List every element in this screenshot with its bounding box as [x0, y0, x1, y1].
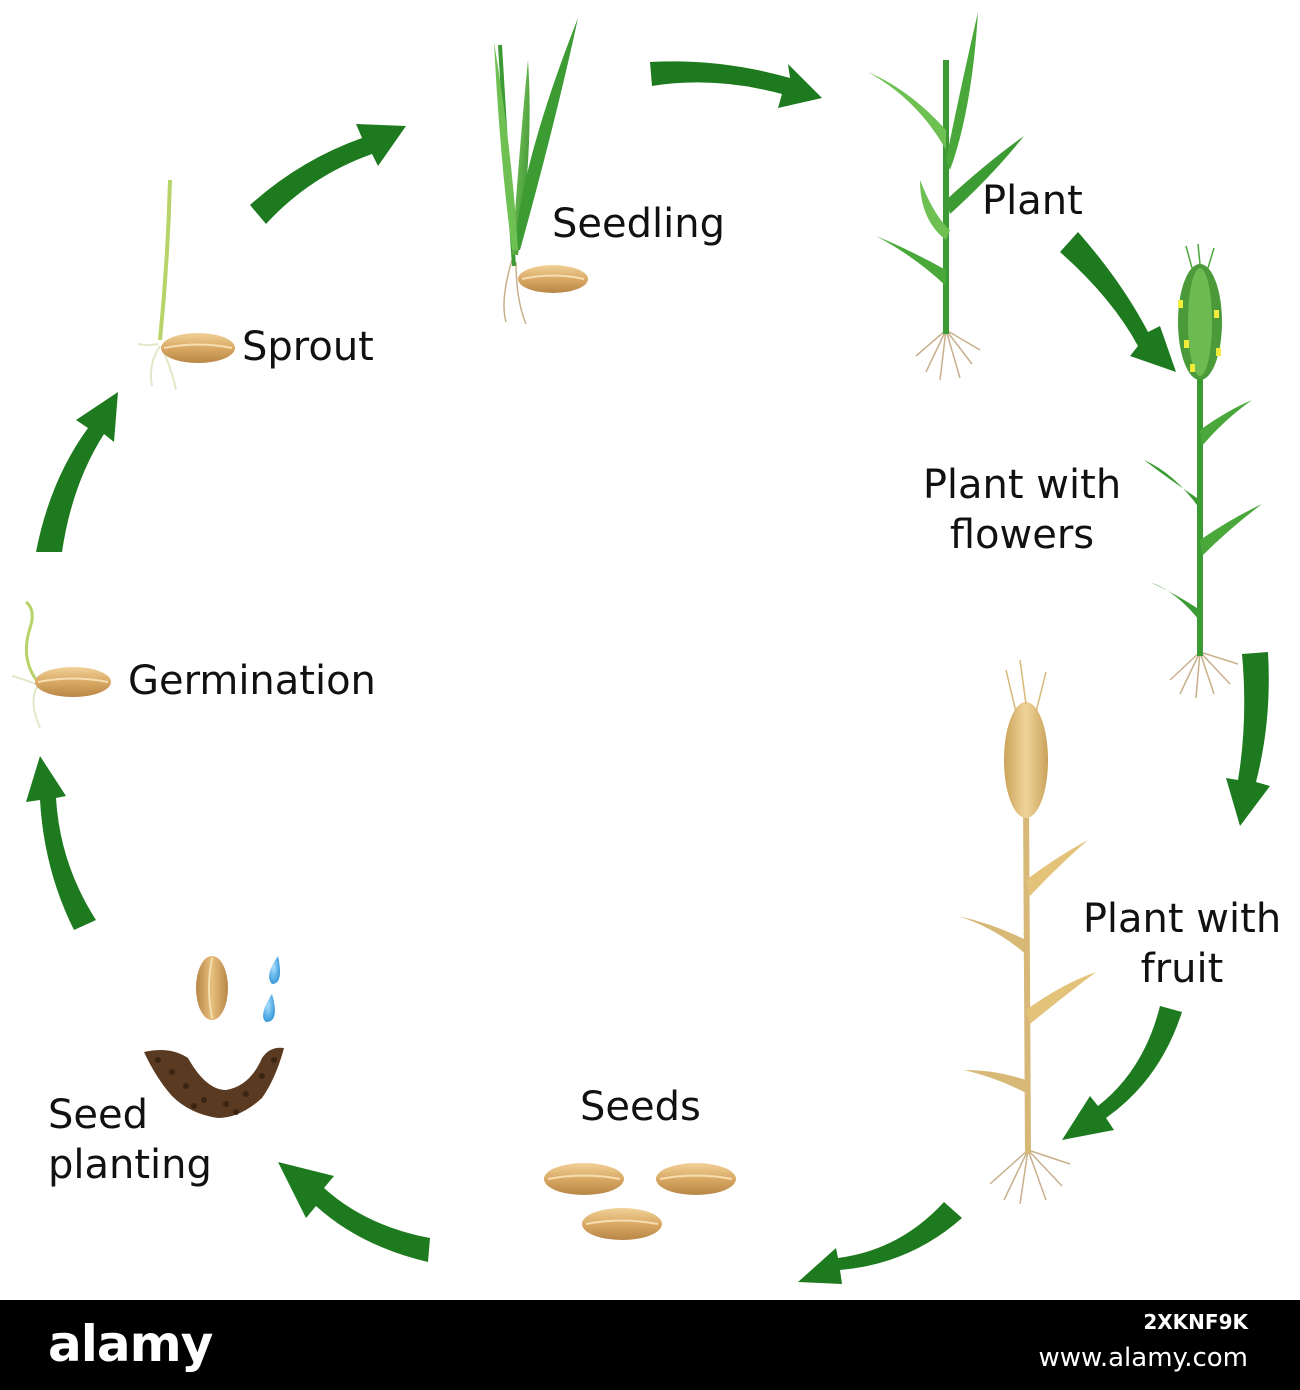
arrow-flowers-to-fruit: [1226, 652, 1270, 826]
cycle-arrows: [26, 61, 1270, 1284]
seedling-illustration: [494, 18, 588, 325]
arrow-plant-to-flowers: [1060, 232, 1176, 372]
arrow-seedling-to-plant: [650, 61, 822, 108]
arrow-sprout-to-seedling: [250, 124, 406, 224]
stage-label-seeds: Seeds: [580, 1084, 701, 1130]
footer-brand: alamy: [48, 1315, 213, 1373]
footer-image-id: 2XKNF9K: [1143, 1310, 1248, 1334]
seed-planting-illustration: [144, 956, 284, 1118]
arrow-planting-to-germination: [26, 756, 96, 930]
watermark-footer: alamy 2XKNF9K www.alamy.com: [0, 1300, 1300, 1390]
plant-illustration: [868, 12, 1024, 381]
arrow-fruit-down: [1062, 1006, 1182, 1140]
stage-label-plant: Plant: [982, 178, 1083, 224]
arrow-germination-to-sprout: [36, 392, 118, 552]
stage-label-sprout: Sprout: [242, 324, 374, 370]
footer-site-url: www.alamy.com: [1038, 1343, 1248, 1373]
arrow-seeds-to-planting: [278, 1162, 430, 1262]
diagram-canvas: [11, 12, 1270, 1284]
stage-label-seed-planting: Seed planting: [48, 1092, 212, 1188]
stage-label-seedling: Seedling: [552, 201, 725, 247]
stage-label-plant-with-fruit: Plant with fruit: [1082, 896, 1282, 992]
stage-label-plant-with-flowers: Plant with flowers: [922, 462, 1122, 558]
seeds-illustration: [544, 1163, 736, 1240]
fruiting-plant-illustration: [958, 659, 1096, 1205]
arrow-fruit-to-seeds: [798, 1202, 962, 1284]
life-cycle-diagram: Seedling Plant Plant with flowers Plant …: [11, 12, 1282, 1284]
sprout-illustration: [137, 179, 235, 391]
germination-illustration: [11, 600, 111, 729]
flowering-plant-illustration: [1144, 243, 1262, 699]
stage-label-germination: Germination: [128, 658, 376, 704]
